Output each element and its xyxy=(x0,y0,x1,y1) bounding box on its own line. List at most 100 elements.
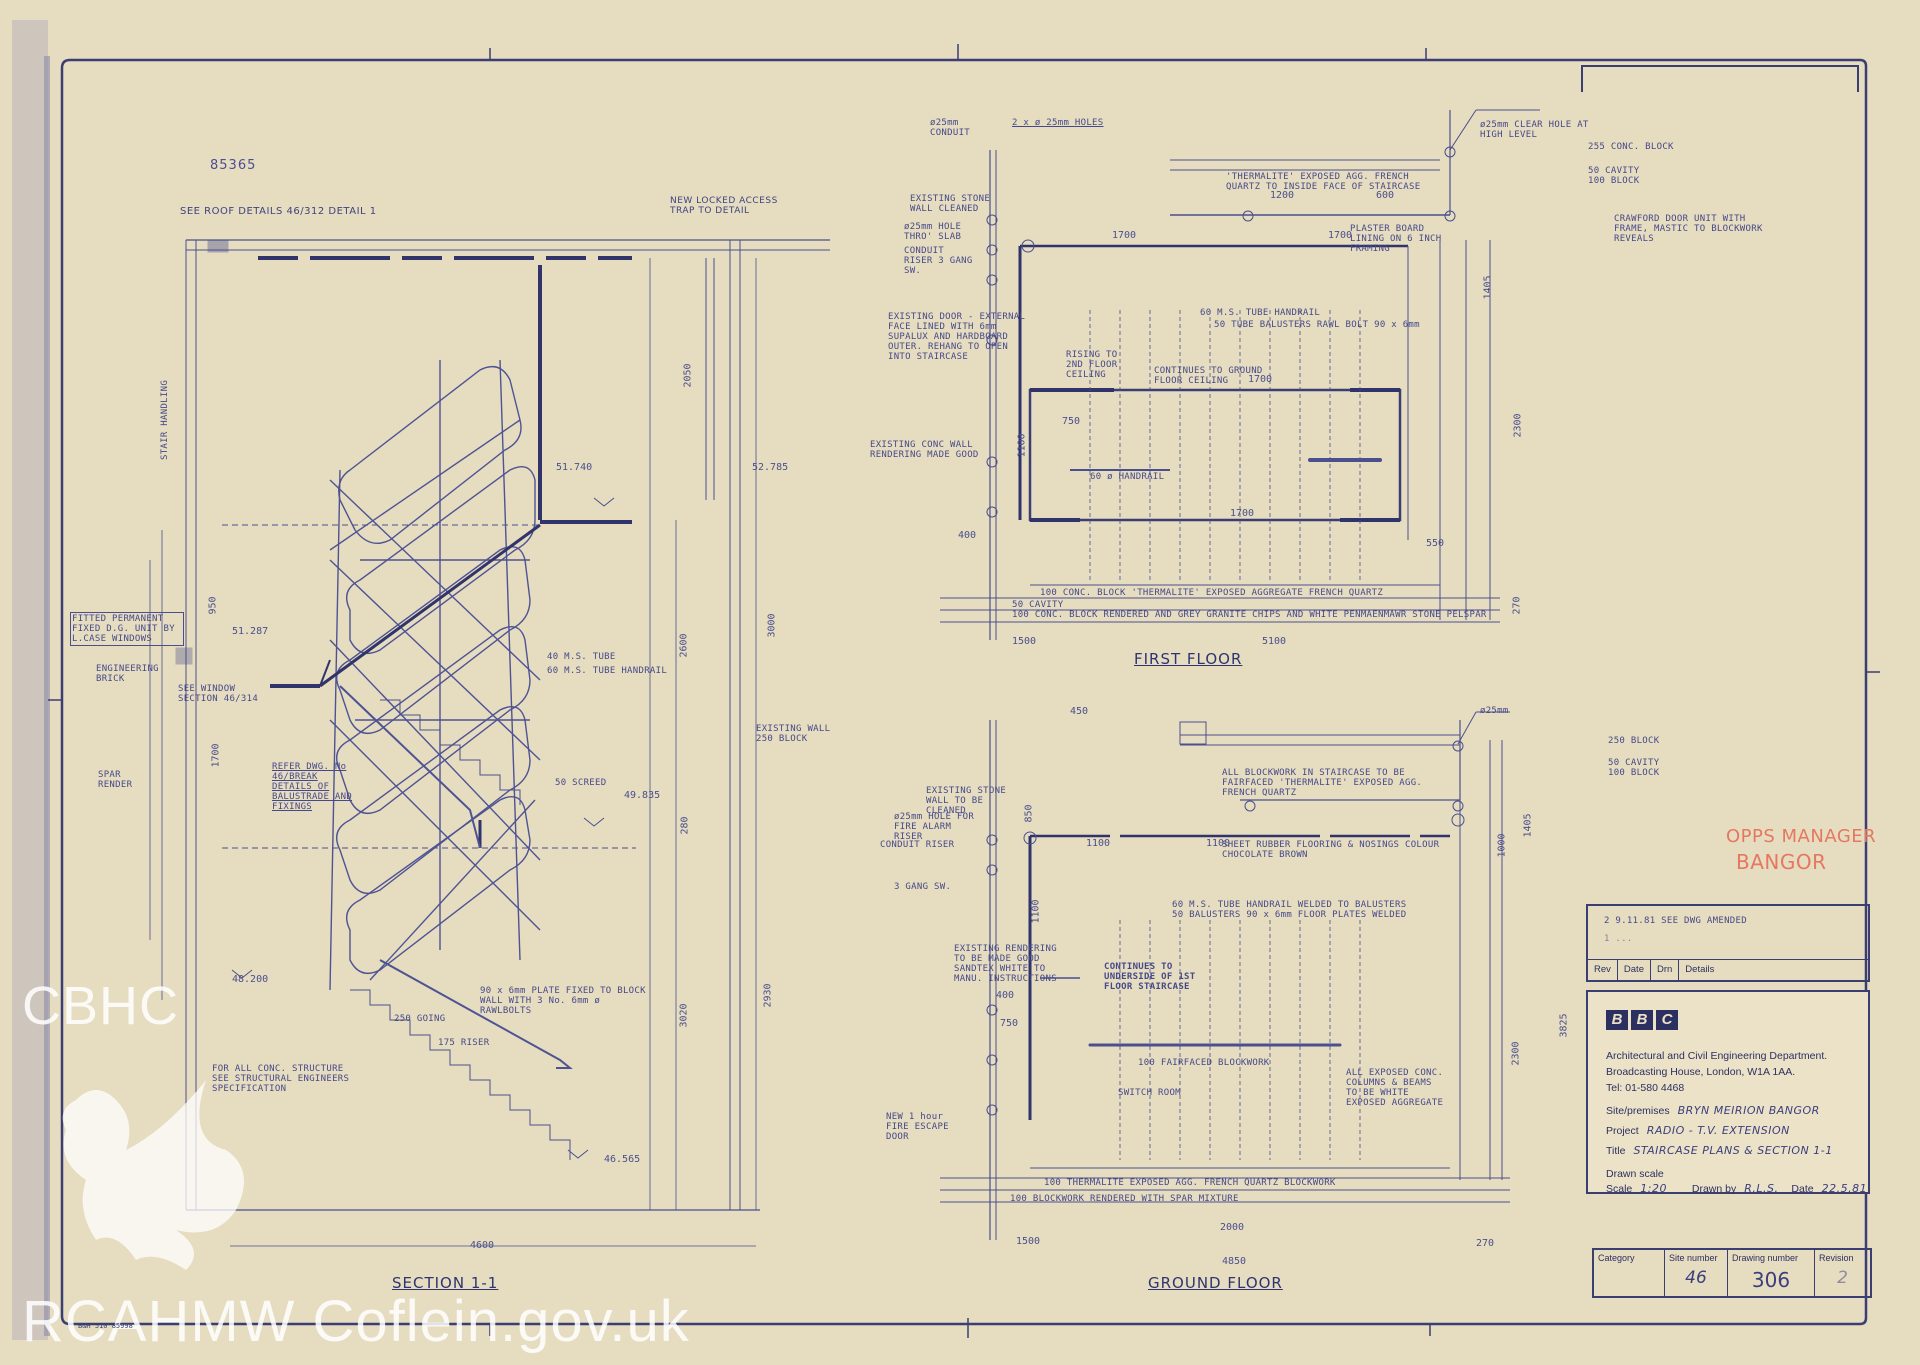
ff-handrail-60: 60 ø HANDRAIL xyxy=(1090,472,1165,482)
title-block: B B C Architectural and Civil Engineerin… xyxy=(1586,990,1870,1195)
drawing-number-cell: Drawing number 306 xyxy=(1728,1250,1815,1296)
structure-note: FOR ALL CONC. STRUCTURE SEE STRUCTURAL E… xyxy=(212,1064,350,1094)
rev-col-rev: Rev xyxy=(1588,960,1618,980)
site-value: BRYN MEIRION BANGOR xyxy=(1677,1104,1820,1117)
ff-dim-9: 5100 xyxy=(1262,636,1287,647)
gf-block-250: 250 BLOCK xyxy=(1608,736,1660,746)
ff-dim-6: 1100 xyxy=(1016,433,1028,458)
gf-blockwork: ALL BLOCKWORK IN STAIRCASE TO BE FAIRFAC… xyxy=(1222,768,1423,798)
ff-dim-5: 750 xyxy=(1062,416,1081,427)
rev-col-drn: Drn xyxy=(1651,960,1680,980)
scale-label: Scale xyxy=(1606,1183,1633,1195)
ground-floor-title: GROUND FLOOR xyxy=(1148,1274,1283,1292)
gf-dim-1: 450 xyxy=(1070,706,1089,717)
gf-dim-15: 1405 xyxy=(1522,813,1534,838)
ff-dim-7: 400 xyxy=(958,530,977,541)
ff-dim-2: 1700 xyxy=(1328,230,1353,241)
rcahmw-watermark: RCAHMW Coflein.gov.uk xyxy=(22,1289,690,1354)
repair-label: REFER DWG. No 46/BREAK DETAILS OF BALUST… xyxy=(272,762,353,812)
ff-dim-4: 1700 xyxy=(1230,508,1255,519)
category-head: Category xyxy=(1598,1253,1635,1263)
ff-stone-wall: EXISTING STONE WALL CLEANED xyxy=(910,194,991,214)
rev-col-details: Details xyxy=(1685,964,1715,975)
dim-3020: 3020 xyxy=(678,1003,690,1028)
riser-label: 175 RISER xyxy=(438,1038,490,1048)
gf-rendering: EXISTING RENDERING TO BE MADE GOOD SANDT… xyxy=(954,944,1057,984)
site-label: Site/premises xyxy=(1606,1105,1670,1117)
ff-block-255: 255 CONC. BLOCK xyxy=(1588,142,1674,152)
address: Broadcasting House, London, W1A 1AA. xyxy=(1606,1066,1796,1078)
ff-riser: CONDUIT RISER 3 GANG SW. xyxy=(904,246,973,276)
gf-conduit: ø25mm xyxy=(1480,706,1509,716)
ff-dim-3: 1700 xyxy=(1248,374,1273,385)
title-value: STAIRCASE PLANS & SECTION 1-1 xyxy=(1633,1144,1833,1157)
site-row: Site/premises BRYN MEIRION BANGOR xyxy=(1606,1104,1820,1117)
level-5: 48.200 xyxy=(232,974,269,985)
gf-blockwork-100: 100 FAIRFACED BLOCKWORK xyxy=(1138,1058,1270,1068)
level-2: 52.785 xyxy=(752,462,789,473)
section-view xyxy=(149,239,830,1247)
category-cell: Category xyxy=(1594,1250,1665,1296)
dim-1700: 1700 xyxy=(210,743,222,768)
revision-entry-2: 1 ... xyxy=(1604,934,1633,944)
roof-note: SEE ROOF DETAILS 46/312 DETAIL 1 xyxy=(180,206,377,217)
gf-fire-door: NEW 1 hour FIRE ESCAPE DOOR xyxy=(886,1112,949,1142)
bbc-logo-b1: B xyxy=(1606,1010,1628,1030)
ff-cavity: 50 CAVITY xyxy=(1588,166,1640,176)
gf-dim-11: 270 xyxy=(1476,1238,1495,1249)
project-value: RADIO - T.V. EXTENSION xyxy=(1646,1124,1790,1137)
drawn-by-label: Drawn by xyxy=(1691,1183,1737,1195)
drawn-by-value: R.L.S. xyxy=(1744,1182,1779,1195)
dim-950: 950 xyxy=(207,596,219,615)
handrail-60-label: 60 M.S. TUBE HANDRAIL xyxy=(547,666,668,676)
ff-door: EXISTING DOOR - EXTERNAL FACE LINED WITH… xyxy=(888,312,1026,362)
gf-dim-13: 3825 xyxy=(1558,1013,1570,1038)
site-number-value: 46 xyxy=(1685,1268,1707,1288)
drawing-number-value: 306 xyxy=(1751,1268,1791,1292)
gf-switch: SWITCH ROOM xyxy=(1118,1088,1181,1098)
fitted-label: FITTED PERMANENT FIXED D.G. UNIT BY L.CA… xyxy=(70,612,184,646)
ff-plaster: PLASTER BOARD LINING ON 6 INCH FRAMING xyxy=(1350,224,1442,254)
dim-4600: 4600 xyxy=(470,1240,495,1251)
dim-2050: 2050 xyxy=(682,363,694,388)
dim-2600: 2600 xyxy=(678,633,690,658)
revision-cell: Revision 2 xyxy=(1815,1250,1870,1296)
plate-label: 90 x 6mm PLATE FIXED TO BLOCK WALL WITH … xyxy=(480,986,646,1016)
gf-dim-10: 2000 xyxy=(1220,1222,1245,1233)
gf-dim-4: 1100 xyxy=(1030,899,1042,924)
drawn-scale-label: Drawn scale xyxy=(1606,1168,1664,1180)
ff-bottom-1: 100 CONC. BLOCK 'THERMALITE' EXPOSED AGG… xyxy=(1040,588,1384,598)
gf-dim-5: 750 xyxy=(1000,1018,1019,1029)
gf-handrail: 60 M.S. TUBE HANDRAIL WELDED TO BALUSTER… xyxy=(1172,900,1407,910)
going-label: 250 GOING xyxy=(394,1014,446,1024)
ff-dim-11: 270 xyxy=(1511,596,1523,615)
level-1: 51.740 xyxy=(556,462,593,473)
gf-dim-12: 2300 xyxy=(1510,1041,1522,1066)
ff-conduit: ø25mm CONDUIT xyxy=(930,118,971,138)
ff-dim-8: 1500 xyxy=(1012,636,1037,647)
category-table: Category Site number 46 Drawing number 3… xyxy=(1592,1248,1872,1298)
ff-dim-1: 1700 xyxy=(1112,230,1137,241)
date-value: 22.5.81 xyxy=(1821,1182,1868,1195)
red-note-line2: BANGOR xyxy=(1736,850,1827,874)
gf-bottom-2: 100 BLOCKWORK RENDERED WITH SPAR MIXTURE xyxy=(1010,1194,1239,1204)
handrail-40-label: 40 M.S. TUBE xyxy=(547,652,616,662)
rev-col-date: Date xyxy=(1618,960,1651,980)
dim-3000: 3000 xyxy=(766,613,778,638)
ff-balusters: 50 TUBE BALUSTERS RAWL BOLT 90 x 6mm xyxy=(1214,320,1420,330)
stair-handling-label: STAIR HANDLING xyxy=(160,379,170,460)
first-floor-plan xyxy=(940,109,1540,640)
access-note: NEW LOCKED ACCESS TRAP TO DETAIL xyxy=(670,196,778,216)
gf-dim-7: 400 xyxy=(996,990,1015,1001)
existing-wall-label: EXISTING WALL 250 BLOCK xyxy=(756,724,831,744)
cbhc-watermark: CBHC xyxy=(22,976,180,1036)
revision-value: 2 xyxy=(1837,1268,1848,1288)
project-label: Project xyxy=(1606,1125,1639,1137)
drawing-ref-code: 85365 xyxy=(210,158,257,173)
ff-hole-slab: ø25mm HOLE THRO' SLAB xyxy=(904,222,962,242)
ff-handrail: 60 M.S. TUBE HANDRAIL xyxy=(1200,308,1321,318)
